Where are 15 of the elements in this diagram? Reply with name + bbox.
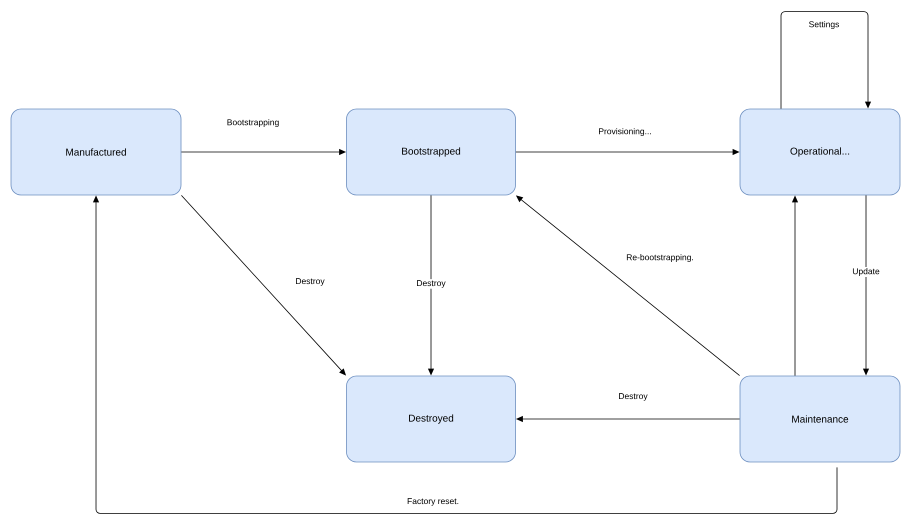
- edge-label: Bootstrapping: [226, 118, 280, 128]
- edge-label: Provisioning...: [597, 127, 653, 137]
- state-box: Maintenance: [740, 376, 900, 462]
- arrow: [780, 11, 872, 109]
- state-box: Bootstrapped: [346, 108, 516, 196]
- edge-label: Destroy: [294, 277, 326, 287]
- edge-label: Destroy: [617, 392, 649, 402]
- edge-label: Destroy: [415, 279, 447, 289]
- edge-label: Re-bootstrapping.: [625, 253, 695, 263]
- state-box: Manufactured: [10, 108, 182, 196]
- state-box: Operational...: [740, 108, 900, 196]
- edge-label: Factory reset.: [406, 497, 460, 507]
- state-box: Destroyed: [346, 376, 516, 462]
- edge-label: Settings: [808, 20, 840, 30]
- edge-label: Update: [851, 267, 881, 277]
